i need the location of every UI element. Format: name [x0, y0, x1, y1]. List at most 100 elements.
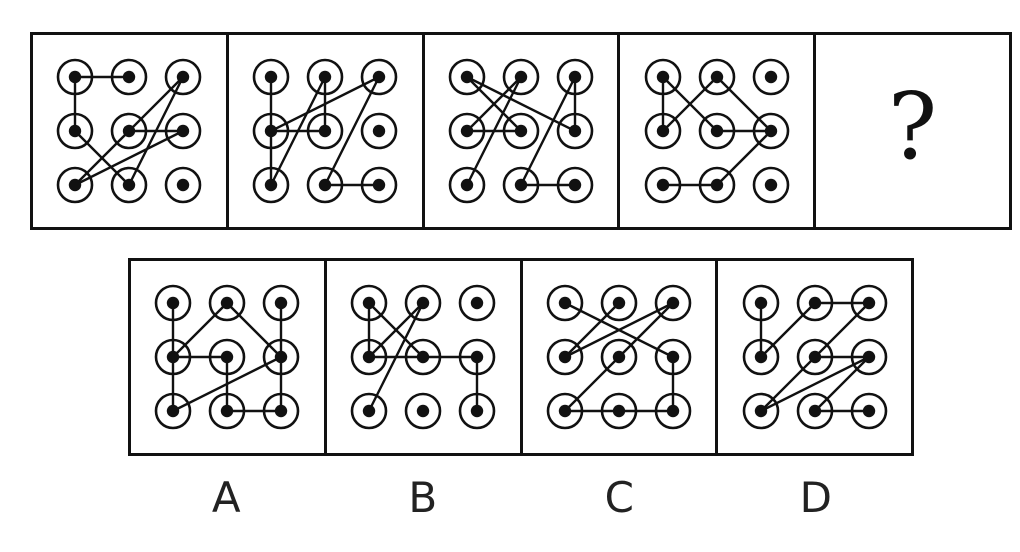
option-a-dot-2	[221, 296, 234, 310]
sequence-1-dot-7	[69, 178, 82, 192]
option-d-dot-6	[862, 350, 875, 364]
option-d-dot-3	[862, 296, 875, 310]
option-c-dot-8	[612, 404, 626, 418]
option-a-dot-7	[167, 404, 180, 418]
option-b-dot-6	[470, 350, 484, 364]
sequence-2-dot-8	[318, 178, 332, 192]
option-d-dot-2	[808, 296, 821, 310]
option-d-dot-grid	[742, 284, 887, 430]
option-c-dot-4	[558, 350, 572, 364]
sequence-4-dot-3	[764, 70, 777, 84]
sequence-4-dot-6	[764, 124, 777, 138]
sequence-1-dot-3	[177, 70, 190, 84]
option-c-segment-6	[563, 301, 675, 359]
option-label-a[interactable]: A	[211, 473, 241, 522]
sequence-1-segment-6	[74, 129, 185, 187]
option-b-dot-grid	[350, 284, 496, 430]
sequence-4-segment-3	[715, 75, 772, 133]
sequence-1-ring-3	[165, 58, 202, 96]
option-c-ring-4	[546, 338, 584, 376]
option-c-dot-7	[558, 404, 572, 418]
option-a-dot-9	[275, 404, 288, 418]
sequence-2-dot-6	[372, 124, 386, 138]
sequence-3-ring-7	[448, 166, 486, 204]
sequence-panel-2	[229, 35, 425, 227]
sequence-3-dot-grid	[448, 58, 594, 204]
option-label-c[interactable]: C	[604, 473, 634, 522]
sequence-3-dot-2	[514, 70, 528, 84]
sequence-2-ring-6	[360, 112, 398, 150]
options-row	[128, 258, 914, 456]
option-b-ring-3	[458, 284, 496, 322]
option-c-dot-grid	[546, 284, 692, 430]
option-c-dot-5	[612, 350, 626, 364]
sequence-panel-1	[33, 35, 229, 227]
option-a-dot-6	[275, 350, 288, 364]
sequence-1-dot-2	[123, 70, 136, 84]
sequence-row: ?	[30, 32, 1012, 230]
option-d-dot-9	[862, 404, 875, 418]
sequence-1-dot-4	[69, 124, 82, 138]
sequence-1-dot-6	[177, 124, 190, 138]
option-d-segment-2	[759, 301, 816, 359]
sequence-4-segment-6	[715, 129, 772, 187]
sequence-1-dot-grid	[57, 58, 202, 204]
sequence-3-dot-9	[568, 178, 582, 192]
sequence-4-dot-8	[710, 178, 723, 192]
option-a-segment-4	[172, 301, 229, 359]
option-c-dot-2	[612, 296, 626, 310]
option-b-ring-7	[350, 392, 388, 430]
option-d-ring-7	[742, 392, 779, 430]
option-d-dot-1	[754, 296, 767, 310]
option-labels: A B C D	[128, 472, 914, 524]
sequence-2-segment-5	[269, 75, 381, 133]
sequence-4-dot-1	[656, 70, 669, 84]
sequence-1-dot-1	[69, 70, 82, 84]
sequence-4-dot-7	[656, 178, 669, 192]
sequence-1-ring-9	[165, 166, 202, 204]
sequence-3-dot-3	[568, 70, 582, 84]
option-panel-c[interactable]	[523, 261, 719, 453]
option-panel-b[interactable]	[327, 261, 523, 453]
sequence-1-dot-8	[123, 178, 136, 192]
option-d-dot-4	[754, 350, 767, 364]
question-mark: ?	[887, 73, 938, 181]
sequence-3-segment-7	[465, 75, 523, 133]
option-label-d[interactable]: D	[799, 473, 832, 522]
question-panel: ?	[816, 35, 1009, 227]
option-b-dot-3	[470, 296, 484, 310]
sequence-2-dot-4	[264, 124, 278, 138]
option-c-dot-6	[666, 350, 680, 364]
sequence-4-dot-2	[710, 70, 723, 84]
option-d-dot-8	[808, 404, 821, 418]
sequence-3-dot-1	[460, 70, 474, 84]
option-d-segment-6	[813, 355, 870, 413]
option-c-dot-9	[666, 404, 680, 418]
sequence-2-dot-grid	[252, 58, 398, 204]
sequence-4-ring-9	[752, 166, 790, 204]
sequence-4-dot-5	[710, 124, 723, 138]
option-a-dot-grid	[155, 284, 300, 430]
option-a-segment-3	[226, 301, 283, 359]
option-panel-a[interactable]	[131, 261, 327, 453]
option-c-segment-7	[563, 301, 621, 359]
option-a-dot-4	[167, 350, 180, 364]
option-label-b[interactable]: B	[408, 473, 438, 522]
sequence-1-dot-9	[177, 178, 190, 192]
sequence-4-dot-4	[656, 124, 669, 138]
sequence-4-ring-3	[752, 58, 790, 96]
sequence-panel-4	[620, 35, 817, 227]
sequence-4-dot-9	[764, 178, 777, 192]
option-b-dot-9	[470, 404, 484, 418]
sequence-3-segment-8	[465, 75, 523, 187]
sequence-2-dot-7	[264, 178, 278, 192]
sequence-3-segment-3	[519, 75, 577, 187]
sequence-panel-3	[425, 35, 621, 227]
sequence-3-dot-4	[460, 124, 474, 138]
option-a-dot-5	[221, 350, 234, 364]
option-b-dot-5	[416, 350, 430, 364]
option-c-dot-3	[666, 296, 680, 310]
option-panel-d[interactable]	[718, 261, 911, 453]
sequence-3-dot-6	[568, 124, 582, 138]
option-c-ring-5	[600, 338, 638, 376]
